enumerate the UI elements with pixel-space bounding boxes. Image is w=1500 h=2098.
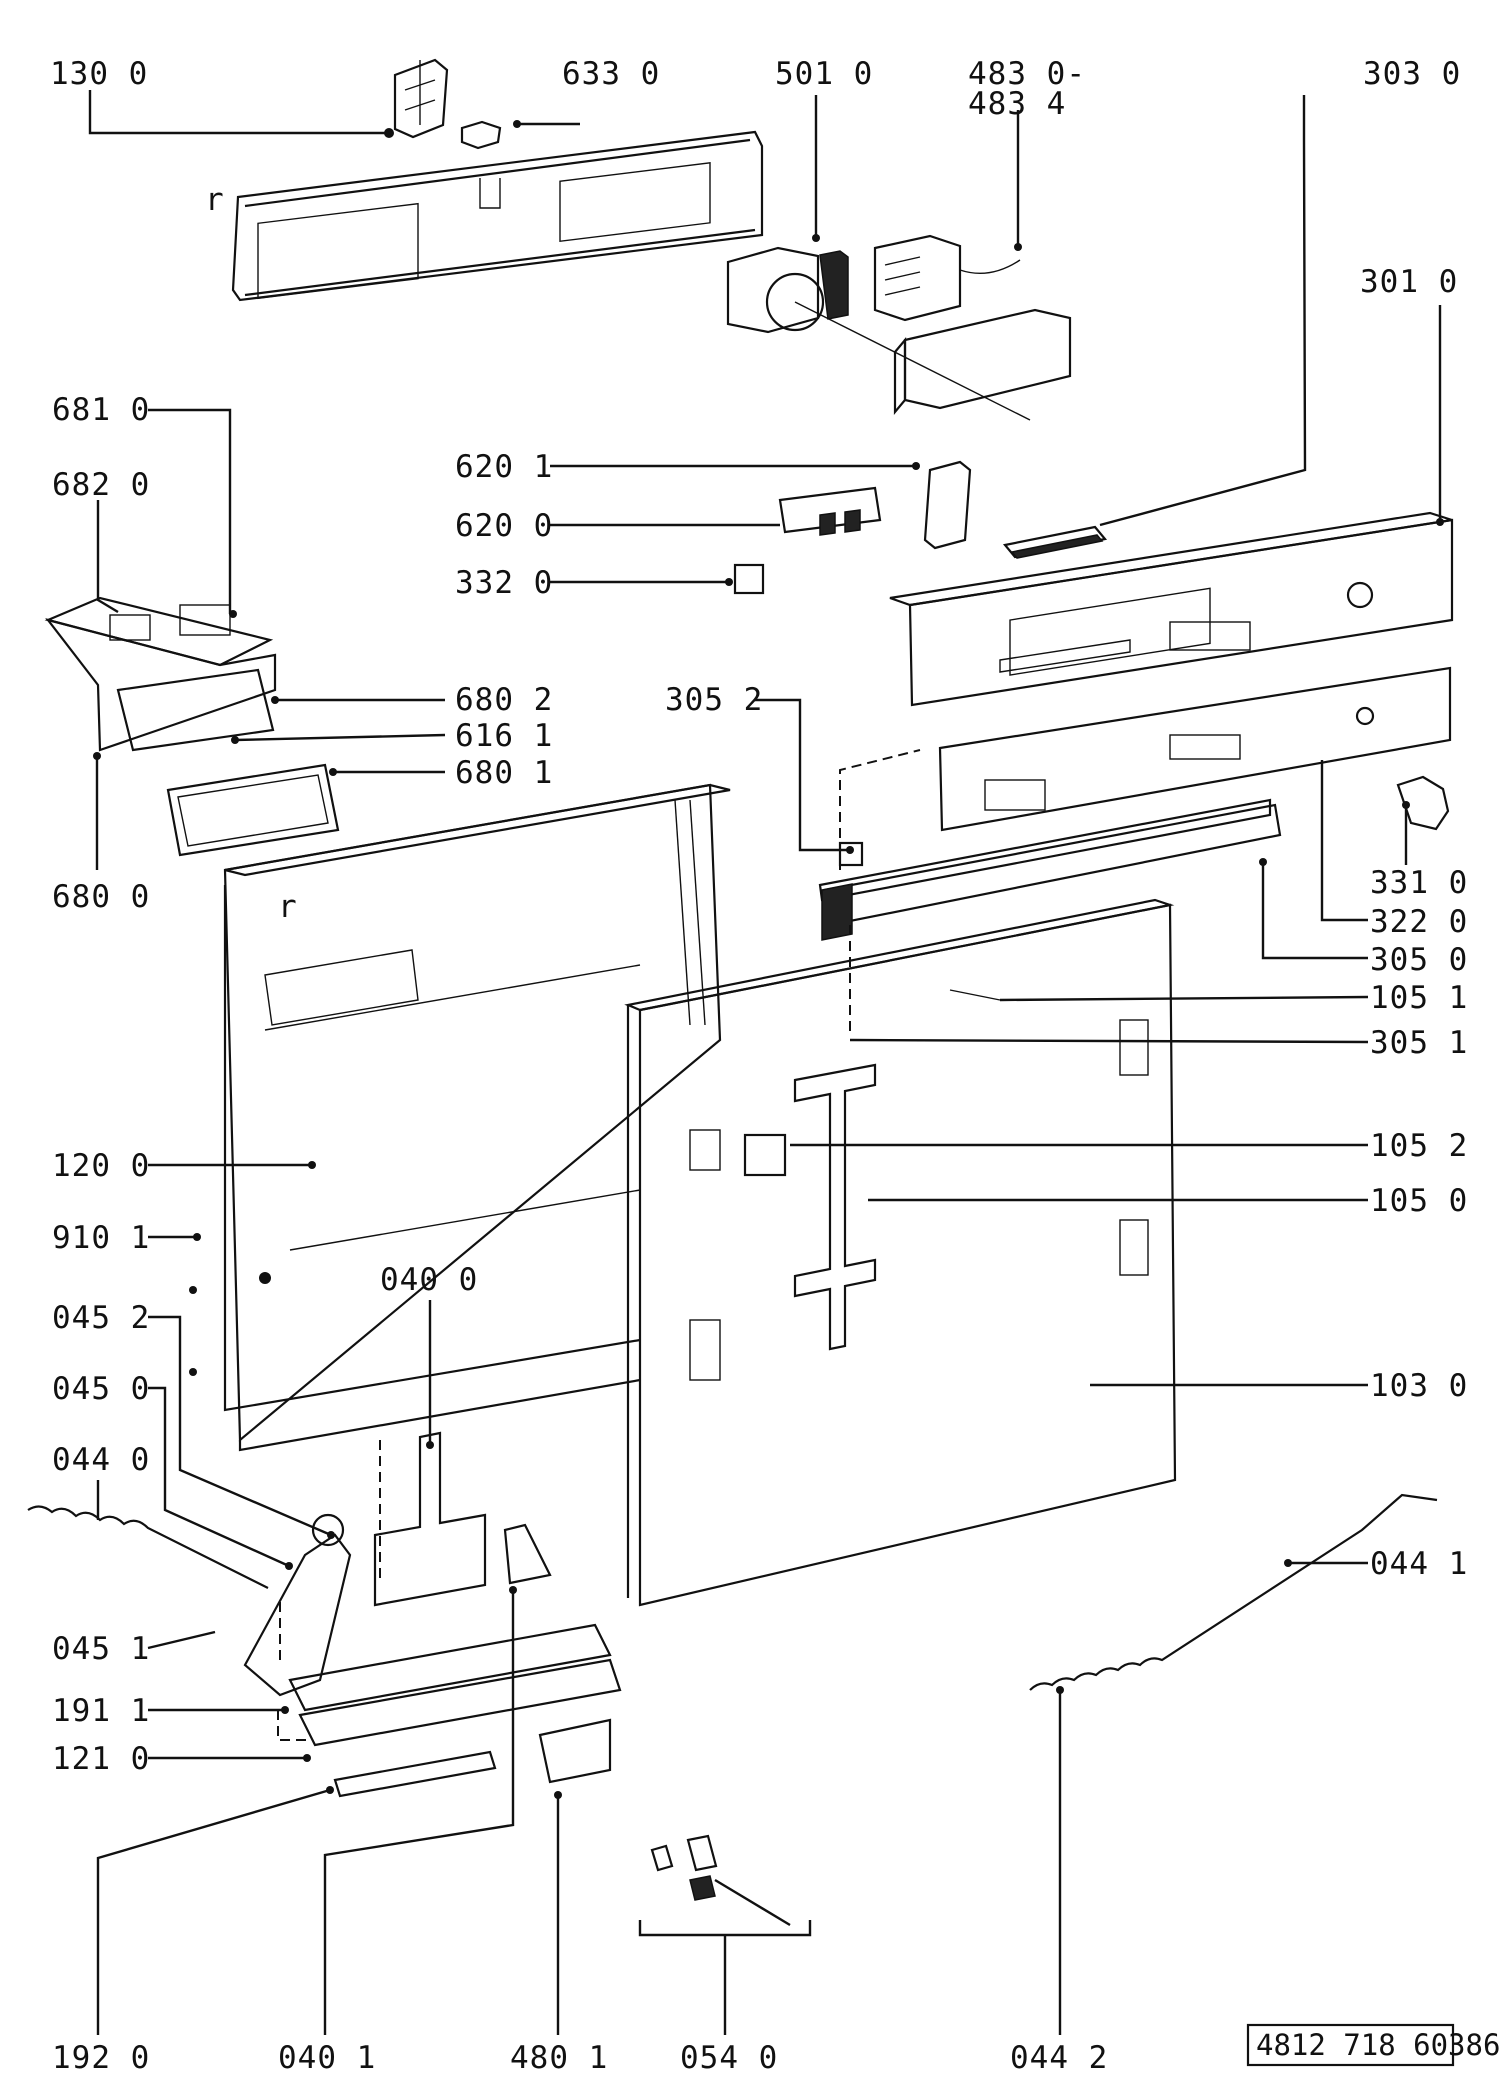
label-045-0: 045 0 (52, 1371, 150, 1407)
label-305-2: 305 2 (665, 682, 763, 718)
label-501-0: 501 0 (775, 56, 873, 92)
relay-620-0 (778, 486, 882, 536)
part-labels: 130 0 633 0 501 0 483 0- 483 4 303 0 301… (50, 56, 1468, 2076)
hinge-040-1 (503, 1523, 552, 1594)
label-044-1: 044 1 (1370, 1546, 1468, 1582)
handle-part (1002, 525, 1108, 559)
label-192-0: 192 0 (52, 2040, 150, 2076)
cable-set (650, 1834, 791, 1927)
label-305-0: 305 0 (1370, 942, 1468, 978)
label-305-1: 305 1 (1370, 1025, 1468, 1061)
part-332-0 (725, 563, 765, 595)
label-040-1: 040 1 (278, 2040, 376, 2076)
label-633-0: 633 0 (562, 56, 660, 92)
label-054-0: 054 0 (680, 2040, 778, 2076)
switch-part (384, 58, 449, 139)
label-191-1: 191 1 (52, 1693, 150, 1729)
clip-305-2 (838, 841, 864, 867)
label-105-2: 105 2 (1370, 1128, 1468, 1164)
label-040-0: 040 0 (380, 1262, 478, 1298)
label-620-1: 620 1 (455, 449, 553, 485)
connector-620-1 (912, 460, 972, 550)
label-044-0: 044 0 (52, 1442, 150, 1478)
hinge-arm (243, 1513, 352, 1697)
label-044-2: 044 2 (1010, 2040, 1108, 2076)
part-480-1 (538, 1718, 612, 1799)
base-rails (277, 1623, 622, 1798)
gasket-part (166, 763, 340, 857)
label-120-0: 120 0 (52, 1148, 150, 1184)
svg-text:r: r (205, 182, 225, 218)
control-panel (889, 511, 1454, 707)
spring-left (27, 1505, 269, 1589)
label-483-0: 483 0- (968, 56, 1086, 92)
spring-right (1029, 1493, 1438, 1694)
leader-lines (88, 90, 1442, 2035)
timer-part (726, 234, 1031, 421)
drawing-number: 4812 718 60386 (1256, 2028, 1500, 2062)
dispenser-part (44, 596, 279, 760)
inner-door-panel: r (189, 783, 731, 1452)
label-681-0: 681 0 (52, 392, 150, 428)
connector-block (873, 234, 1022, 322)
label-331-0: 331 0 (1370, 865, 1468, 901)
label-480-1: 480 1 (510, 2040, 608, 2076)
label-332-0: 332 0 (455, 565, 553, 601)
rail-part (818, 798, 1282, 941)
svg-text:r: r (278, 889, 298, 925)
drawing-number-box: 4812 718 60386 (1246, 2023, 1500, 2067)
label-616-1: 616 1 (455, 718, 553, 754)
label-045-1: 045 1 (52, 1631, 150, 1667)
label-303-0: 303 0 (1363, 56, 1461, 92)
bracket-040-0 (373, 1431, 487, 1607)
label-680-1: 680 1 (455, 755, 553, 791)
label-682-0: 682 0 (52, 467, 150, 503)
label-045-2: 045 2 (52, 1300, 150, 1336)
label-130-0: 130 0 (50, 56, 148, 92)
label-910-1: 910 1 (52, 1220, 150, 1256)
timer-bracket (893, 308, 1072, 416)
outer-door-panel (624, 898, 1177, 1607)
label-105-0: 105 0 (1370, 1183, 1468, 1219)
label-483-4: 483 4 (968, 86, 1066, 122)
lower-fascia (938, 666, 1452, 832)
label-620-0: 620 0 (455, 508, 553, 544)
top-bracket: r (205, 130, 764, 302)
label-103-0: 103 0 (1370, 1368, 1468, 1404)
label-105-1: 105 1 (1370, 980, 1468, 1016)
label-680-2: 680 2 (455, 682, 553, 718)
label-680-0: 680 0 (52, 879, 150, 915)
clip-part (460, 120, 521, 150)
label-301-0: 301 0 (1360, 264, 1458, 300)
label-121-0: 121 0 (52, 1741, 150, 1777)
label-322-0: 322 0 (1370, 904, 1468, 940)
